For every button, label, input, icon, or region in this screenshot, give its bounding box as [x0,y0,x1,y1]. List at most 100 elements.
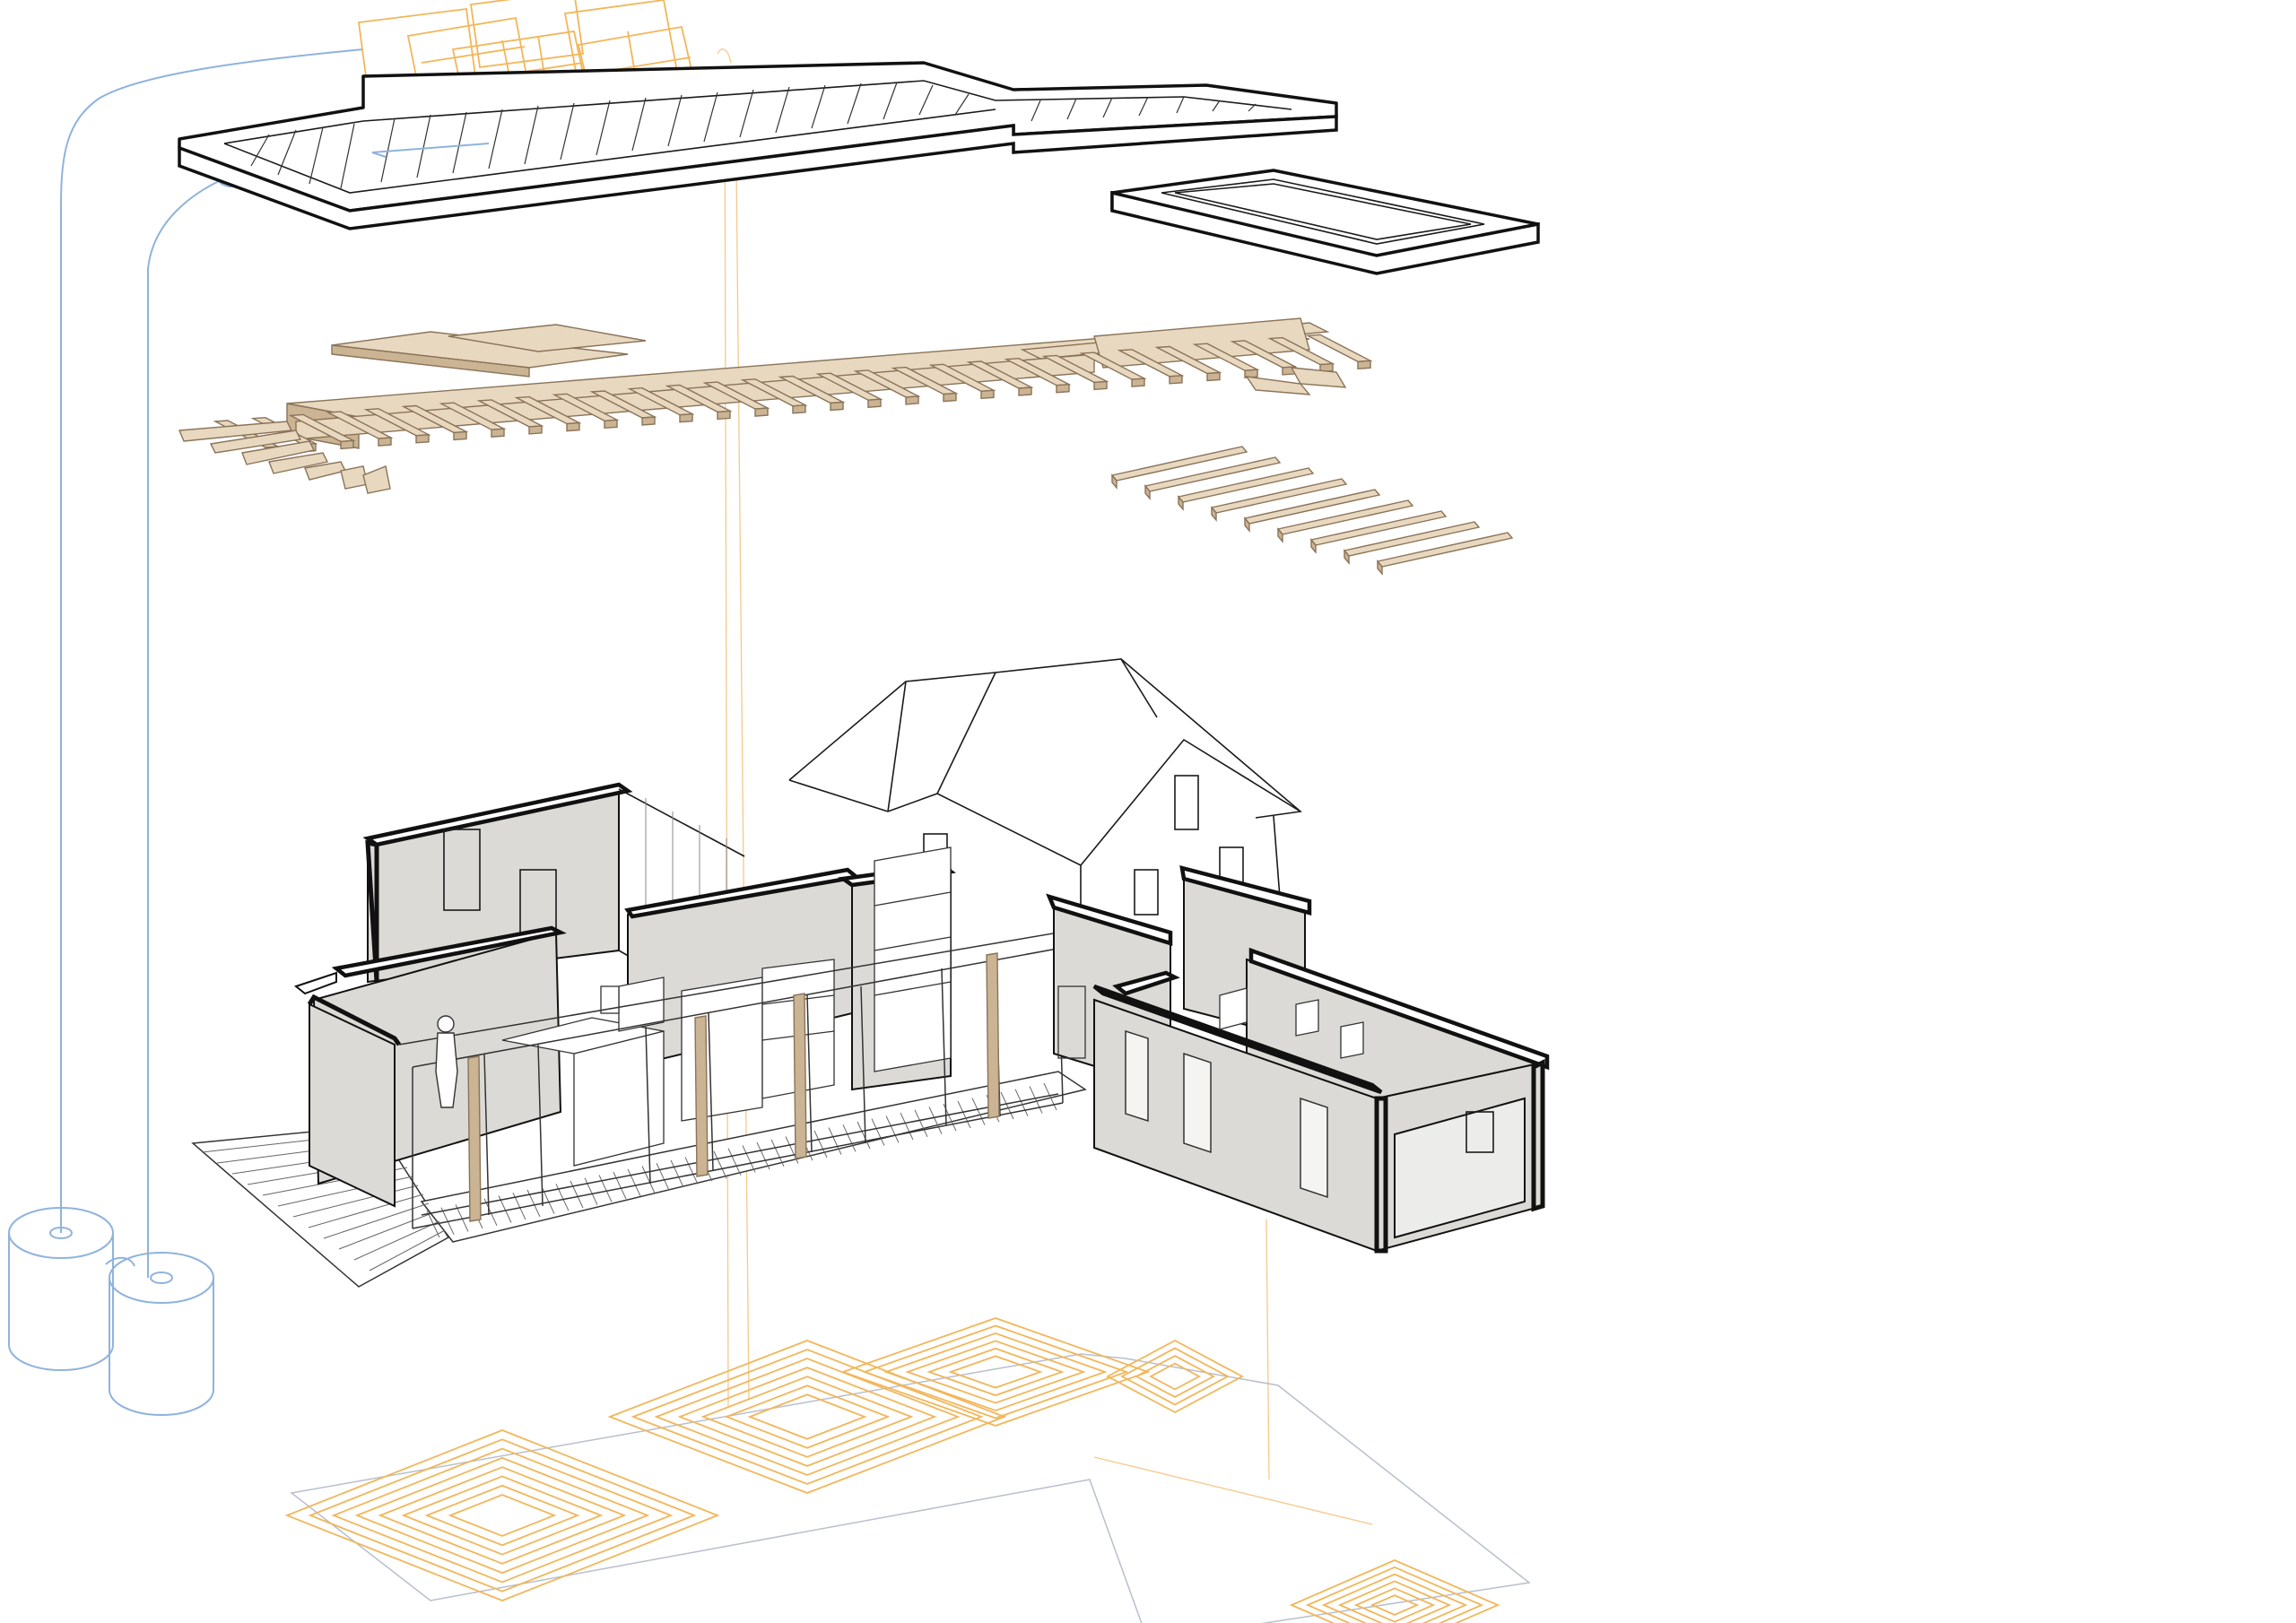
timber-joist-end [830,401,844,412]
roof-slab [178,61,1338,230]
heating-loop [1353,1587,1436,1623]
timber-joist [1210,478,1348,514]
heating-loop [1305,1566,1484,1623]
timber-joist-end [641,416,656,426]
heating-loop [284,1429,720,1601]
deck-board [656,1162,670,1191]
shelving [874,846,952,1072]
roof-slab-annex [1110,169,1540,275]
heating-loop [883,1332,1108,1412]
timber-joist [1177,467,1315,503]
timber-joist-end [1178,495,1184,511]
timber-joist-end [566,421,580,432]
existing-house-outline [788,658,1302,942]
timber-joist [1243,489,1381,525]
timber-joist [1144,456,1282,492]
deck-board [670,1159,684,1188]
timber-joist-end [717,410,731,421]
deck-board [338,1211,435,1250]
timber-joist-end [1244,369,1258,378]
timber-joist-end [491,428,505,438]
underfloor-heating [284,1317,1531,1623]
deck-board [308,1193,424,1228]
deck-board [885,1115,900,1143]
heating-loop [1149,1362,1201,1391]
timber-joist-end [340,439,354,450]
deck-board [756,1141,770,1170]
deck-board [857,1121,871,1150]
deck-board [770,1139,785,1167]
heating-loop [1289,1559,1500,1623]
downpipe-left [60,48,364,1233]
timber-joist-end [528,425,543,435]
timber-joist [1276,499,1414,535]
heating-loop [1106,1339,1244,1414]
timber-joist [1376,532,1514,568]
heating-loop [1321,1573,1468,1623]
deck-board [369,1229,446,1271]
deck-board [842,1124,857,1152]
timber-joist-end [867,398,882,408]
heating-loop [631,1349,984,1485]
timber-joist-end [415,434,430,444]
timber-joist-end [453,430,467,441]
heating-loop [1370,1594,1420,1616]
heating-loop [308,1438,697,1593]
timber-joist-end [1310,538,1317,554]
annex-windows [1125,1029,1328,1199]
heating-loop [1135,1355,1215,1398]
heating-loop [747,1393,867,1440]
deck-board [455,1204,469,1232]
deck-board [613,1171,627,1200]
heating-loop [1120,1347,1230,1406]
heating-loop [677,1367,937,1467]
deck-board [440,1207,455,1235]
heating-loop [905,1340,1086,1404]
timber-joist-end [980,389,995,400]
timber-joist-end [1111,473,1118,490]
glazed-facade [398,932,1074,1229]
rainwater-system [8,48,364,1416]
deck-board [928,1107,943,1134]
timber-joist-end [1018,386,1032,396]
deck-board [1043,1082,1057,1111]
timber-joist-end [1357,360,1371,370]
deck-board [871,1118,885,1146]
downpipe-right [147,174,234,1278]
timber-joist-end [1377,560,1383,576]
deck-board [742,1145,756,1173]
tank-connector [105,1256,135,1267]
heating-loop [607,1340,1007,1494]
heating-loop [724,1384,891,1449]
rainwater-tank [109,1252,214,1416]
timber-joist-end [1093,380,1108,391]
heating-loop [700,1376,914,1458]
deck-board [957,1100,971,1129]
deck-board [1014,1089,1029,1116]
heating-loop [354,1456,650,1575]
heating-loop [654,1358,961,1476]
timber-joist-end [1056,383,1070,394]
timber-joist-end [1206,371,1221,382]
deck-board [1029,1086,1043,1114]
deck-board [323,1202,430,1239]
timber-joist-end [1344,549,1350,565]
deck-board [598,1175,613,1202]
timber-joist-end [792,404,806,414]
timber-joist [1110,446,1248,482]
service-risers [717,48,1270,1480]
heating-loop [840,1317,1151,1427]
deck-board [971,1098,986,1125]
heating-loop [331,1447,674,1584]
heating-loop [1337,1580,1452,1623]
timber-joist-end [1277,527,1283,543]
timber-joist-end [1211,506,1217,522]
deck-board [584,1177,598,1205]
timber-joist [1309,510,1448,546]
timber-joist-end [1169,375,1183,385]
timber-joists-annex [1110,446,1514,576]
timber-joist-end [679,412,693,423]
heating-loop [424,1484,580,1547]
timber-roof-structure [178,317,1373,494]
